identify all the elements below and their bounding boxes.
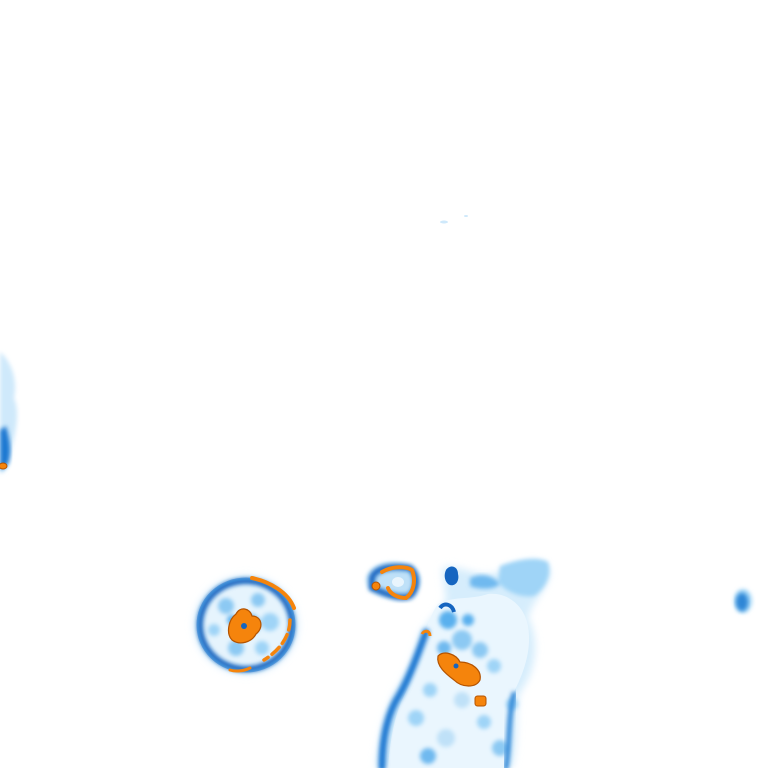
cell-left-edge: [0, 352, 18, 474]
cell-large-membrane-left: [378, 628, 430, 768]
cell-left-edge-membrane: [0, 426, 11, 470]
cell-large-membrane-right: [503, 691, 517, 768]
cell-large-spot-hot: [474, 695, 487, 707]
cell-left-edge-spot: [0, 462, 8, 470]
cell-large-nucleus-hot: [437, 652, 481, 687]
cell-round: [194, 576, 298, 674]
cell-small-ring: [366, 562, 420, 601]
cell-large-protrusion: [444, 566, 459, 586]
cell-large-irregular: [376, 559, 550, 768]
cell-round-rim-hot: [250, 576, 296, 610]
cell-right-spot: [734, 589, 752, 613]
cell-right-spot-core: [736, 593, 748, 611]
speck-cluster: [440, 215, 468, 224]
cell-small-ring-hot: [380, 565, 416, 601]
